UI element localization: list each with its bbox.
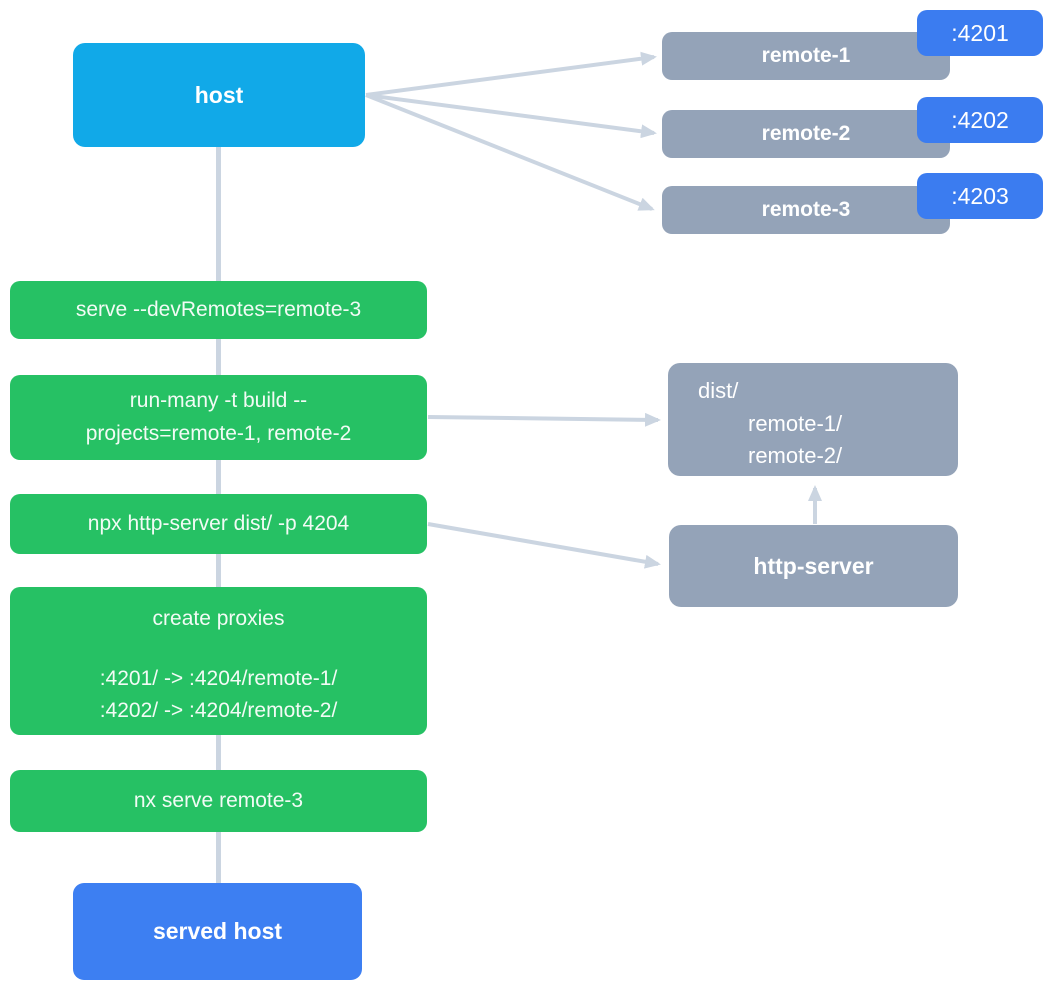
- dist-line-remote-1: remote-1/: [748, 410, 843, 436]
- port-badge-4203: :4203: [917, 173, 1043, 219]
- served-host-node: served host: [73, 883, 362, 980]
- http-server-label: http-server: [753, 552, 874, 579]
- port-4202-label: :4202: [951, 106, 1009, 133]
- port-4201-label: :4201: [951, 19, 1009, 46]
- http-server-node: http-server: [669, 525, 958, 607]
- host-label: host: [194, 81, 244, 108]
- dist-line-root: dist/: [698, 378, 739, 403]
- port-badge-4201: :4201: [917, 10, 1043, 56]
- step-nx-label: nx serve remote-3: [133, 788, 304, 812]
- served-host-label: served host: [152, 918, 283, 944]
- arrow-host-to-remote-2: [365, 93, 657, 139]
- proxy-rule-2: :4202/ -> :4204/remote-2/: [99, 699, 338, 723]
- arrow-httpcmd-to-httpserver: [427, 522, 661, 569]
- arrow-build-to-dist: [427, 412, 661, 427]
- step-run-many-build: run-many -t build -- projects=remote-1, …: [10, 375, 427, 460]
- port-4203-label: :4203: [951, 182, 1009, 209]
- remote-3-node: remote-3: [662, 186, 950, 234]
- remote-3-label: remote-3: [761, 198, 851, 221]
- dist-line-remote-2: remote-2/: [748, 443, 843, 469]
- proxy-rule-1: :4201/ -> :4204/remote-1/: [99, 666, 338, 690]
- port-badge-4202: :4202: [917, 97, 1043, 143]
- host-node: host: [73, 43, 365, 147]
- dist-folder-node: dist/ remote-1/ remote-2/: [668, 363, 958, 476]
- step-nx-serve-remote-3: nx serve remote-3: [10, 770, 427, 832]
- remote-1-node: remote-1: [662, 32, 950, 80]
- proxies-title: create proxies: [152, 607, 285, 630]
- step-create-proxies: create proxies :4201/ -> :4204/remote-1/…: [10, 587, 427, 735]
- step-serve-label: serve --devRemotes=remote-3: [75, 297, 362, 321]
- step-serve-devremotes: serve --devRemotes=remote-3: [10, 281, 427, 339]
- step-npx-http-server: npx http-server dist/ -p 4204: [10, 494, 427, 554]
- step-build-line-2: projects=remote-1, remote-2: [85, 421, 352, 445]
- remote-2-node: remote-2: [662, 110, 950, 158]
- arrow-host-to-remote-3: [365, 93, 655, 211]
- step-build-line-1: run-many -t build --: [129, 388, 308, 412]
- arrow-host-to-remote-1: [365, 51, 657, 97]
- remote-2-label: remote-2: [761, 122, 851, 145]
- remote-1-label: remote-1: [761, 44, 851, 67]
- step-http-label: npx http-server dist/ -p 4204: [87, 511, 350, 535]
